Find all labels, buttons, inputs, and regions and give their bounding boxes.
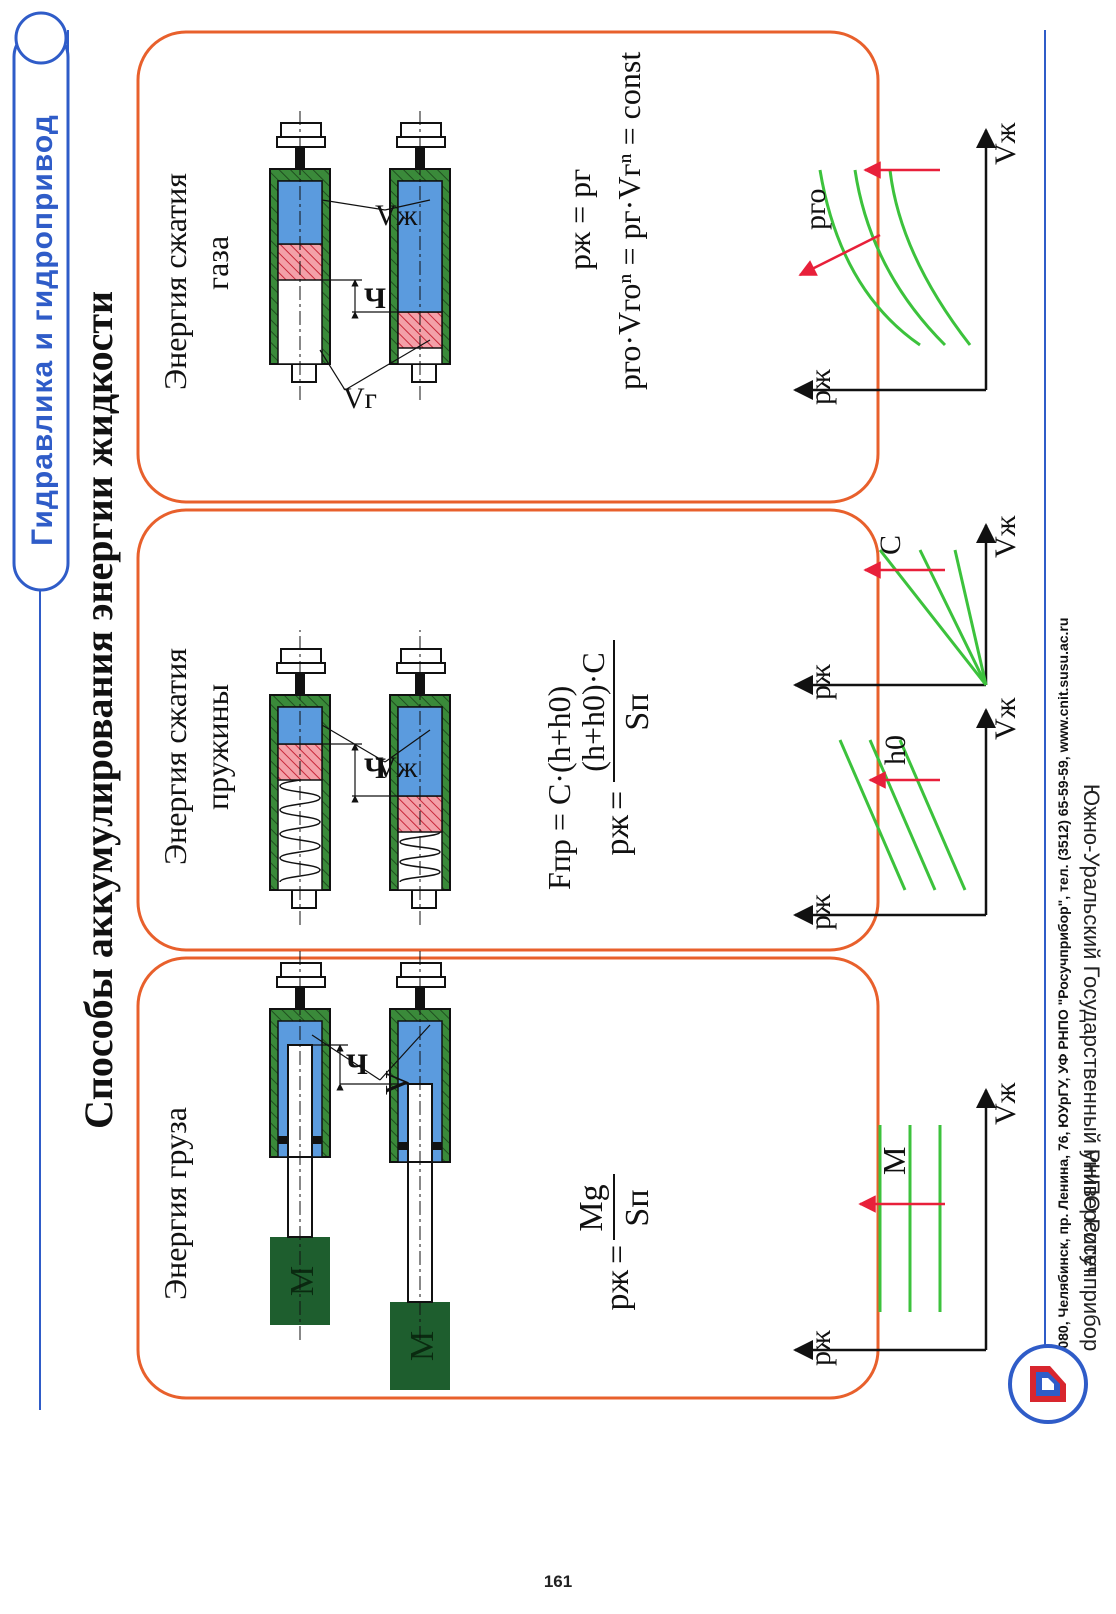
spring-formula-eq: =: [599, 791, 636, 810]
mass-graph-param: M: [876, 1147, 912, 1175]
mass-volume-label: V: [379, 1070, 416, 1095]
panel-mass: Энергия груза М: [157, 950, 1022, 1390]
footer: 454080, Челябинск, пр. Ленина, 76, ЮУрГУ…: [1008, 30, 1104, 1424]
panel-frame-spring: [136, 508, 880, 952]
mass-formula-den: Sп: [619, 1189, 656, 1226]
outlet-pipe-left: [295, 987, 305, 1009]
gas-volume-gas-label: Vг: [343, 382, 377, 415]
gas-accumulator-right: [389, 110, 451, 400]
gas-formula-1: pж = pг: [561, 169, 597, 270]
spring-graph-right-y-label: pж: [804, 664, 837, 700]
gas-graph-x-label: Vж: [989, 122, 1022, 165]
spring-piston-label: Ч: [364, 752, 386, 785]
spring-dimension: Ч Vж: [321, 724, 431, 803]
course-title: Гидравлика и гидропривод: [26, 114, 59, 546]
spring-formula-1: Fпр = C·(h+h0): [541, 686, 577, 890]
gas-accumulator-left: [269, 110, 331, 400]
outlet-pipe-right: [415, 987, 425, 1009]
header-course-badge: Гидравлика и гидропривод: [12, 11, 70, 592]
page-title: Способы аккумулирования энергии жидкости: [76, 291, 121, 1129]
mass-formula: pж = Mg Sп: [573, 1174, 656, 1311]
mass-formula-lhs: pж: [599, 1270, 636, 1311]
panel-gas-title-2: газа: [199, 236, 235, 290]
panel-gas-title-1: Энергия сжатия: [157, 173, 193, 390]
gas-formula-2: pго·Vгоⁿ = pг·Vгⁿ = const: [611, 52, 647, 390]
gas-volume-label: Vж: [375, 199, 418, 232]
sheet-svg: Гидравлика и гидропривод Способы аккумул…: [12, 11, 1104, 1424]
panel-frame-gas: [136, 30, 880, 504]
page-number: 161: [543, 1572, 573, 1591]
spring-graph-right-x-label: Vж: [989, 515, 1022, 558]
spring-formula-lhs: pж: [599, 815, 636, 856]
spring-formula-2: pж = (h+h0)·C Sп: [575, 640, 656, 856]
spring-coil-left: [279, 761, 321, 883]
spring-formula-den: Sп: [619, 693, 656, 730]
mass-accumulator-right: М: [389, 950, 451, 1390]
footer-university: Южно-Уральский Государственный университ…: [1079, 784, 1104, 1276]
mass-accumulator-left: М: [269, 950, 331, 1340]
mass-graph-y-label: pж: [804, 1330, 837, 1366]
panel-spring-title-2: пружины: [199, 684, 235, 810]
spring-graph-left-y-label: pж: [804, 894, 837, 930]
gas-dimension: Ч Vг Vж: [319, 199, 431, 415]
footer-org: РНПО Росучприбор: [1079, 1149, 1104, 1352]
rotated-sheet: Гидравлика и гидропривод Способы аккумул…: [12, 11, 1104, 1424]
gas-graph-param: pго: [799, 188, 832, 230]
footer-address: 454080, Челябинск, пр. Ленина, 76, ЮУрГУ…: [1055, 618, 1071, 1372]
panel-mass-title: Энергия груза: [157, 1107, 193, 1300]
spring-formula-num: (h+h0)·C: [575, 652, 611, 771]
panel-frame-mass: [136, 956, 880, 1400]
mass-label-left: М: [284, 1266, 321, 1296]
mass-block-right: [390, 1302, 450, 1390]
gas-piston-label: Ч: [364, 282, 386, 315]
mass-graph: pж Vж M: [793, 1082, 1022, 1366]
mass-graph-x-label: Vж: [989, 1082, 1022, 1125]
panel-gas: Энергия сжатия газа: [157, 52, 1022, 415]
spring-graph-left-param: h0: [879, 735, 912, 765]
gas-graph-y-label: pж: [804, 369, 837, 405]
spring-graph-right-param: C: [874, 535, 907, 555]
mass-dimension: Ч V: [300, 1024, 431, 1095]
spring-accumulator-right: [389, 630, 451, 925]
spring-graph-right: pж Vж C: [793, 515, 1022, 700]
panel-spring-title-1: Энергия сжатия: [157, 648, 193, 865]
mass-label-right: М: [404, 1331, 441, 1361]
spring-graph-left-x-label: Vж: [989, 697, 1022, 740]
spring-volume-label: Vж: [375, 751, 418, 784]
spring-accumulator-left: [269, 630, 331, 925]
mass-formula-num: Mg: [573, 1184, 610, 1231]
panel-spring: Энергия сжатия пружины: [157, 515, 1022, 930]
mass-formula-eq: =: [599, 1245, 636, 1264]
spring-graph-left: pж Vж h0: [793, 697, 1022, 930]
gas-graph: pж Vж pго: [793, 122, 1022, 405]
